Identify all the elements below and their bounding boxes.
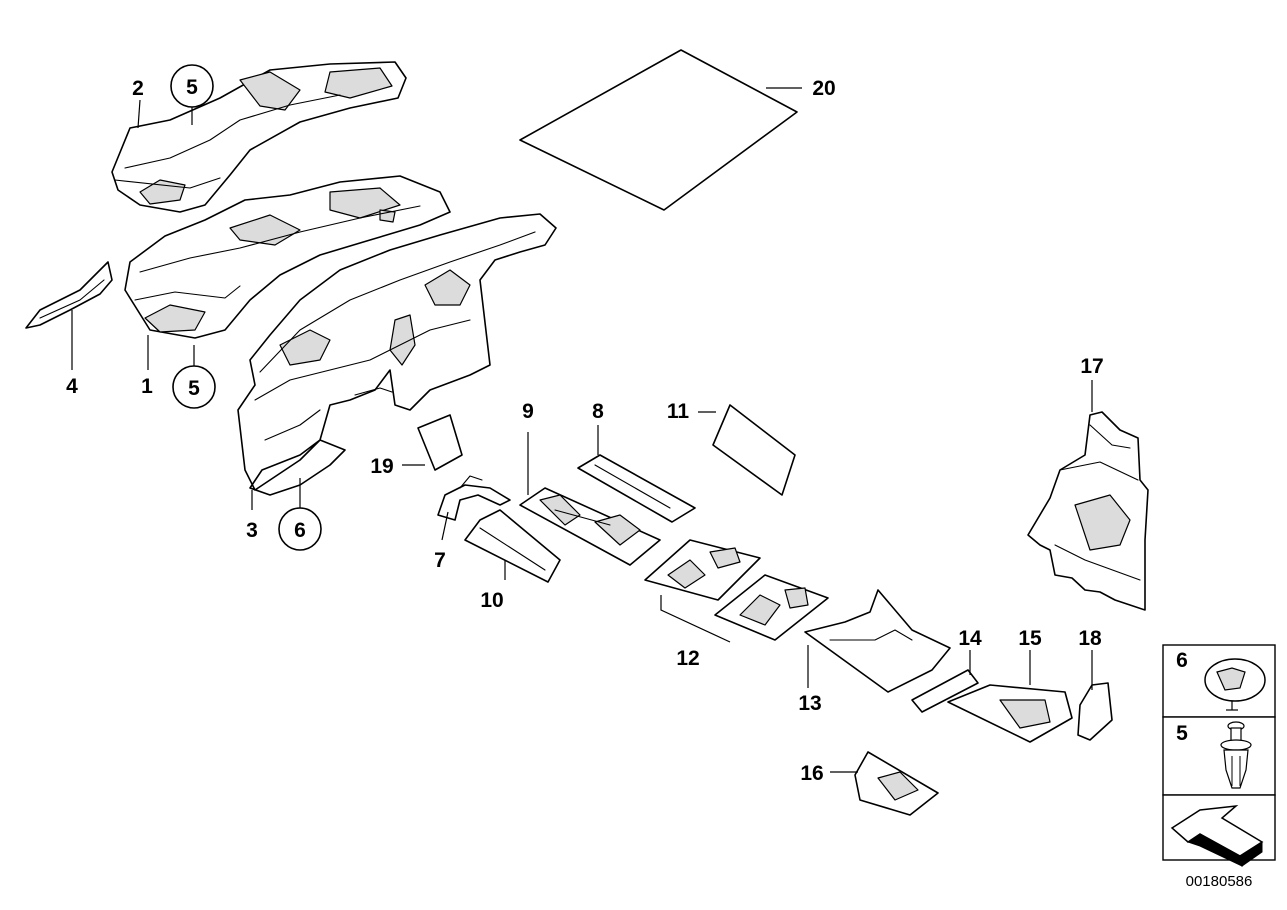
callout-5-top: 5 xyxy=(186,76,198,99)
part-17-side-panel xyxy=(1027,411,1149,611)
callout-circle-6 xyxy=(278,507,322,551)
fastener-legend: 6 5 xyxy=(1162,644,1276,867)
callout-4: 4 xyxy=(66,375,78,398)
callout-circle-5-bottom xyxy=(172,365,216,409)
part-16-pad xyxy=(854,751,939,816)
callout-19: 19 xyxy=(370,455,393,478)
part-19-pad xyxy=(417,414,463,471)
callout-circle-5-top xyxy=(170,64,214,108)
part-11-pad xyxy=(712,404,796,496)
callout-11: 11 xyxy=(667,400,690,423)
callout-17: 17 xyxy=(1080,355,1103,378)
callout-10: 10 xyxy=(480,589,503,612)
callout-14: 14 xyxy=(958,627,982,650)
callout-15: 15 xyxy=(1018,627,1042,650)
part-9-floor-pad xyxy=(519,487,661,566)
callout-9: 9 xyxy=(522,400,534,423)
legend-label-5: 5 xyxy=(1176,722,1188,745)
legend-label-6: 6 xyxy=(1176,649,1188,672)
part-2-upper-insulation xyxy=(111,61,407,213)
part-20-sound-mat xyxy=(519,49,798,211)
direction-arrow-icon xyxy=(1170,804,1264,867)
part-8-floor-pad xyxy=(577,454,696,523)
part-13-tunnel-pad xyxy=(804,589,951,693)
part-1-middle-insulation xyxy=(124,175,451,339)
clip-nut-icon xyxy=(1204,658,1266,711)
callout-20: 20 xyxy=(812,77,835,100)
part-14-strip xyxy=(911,669,979,713)
callout-13: 13 xyxy=(798,692,821,715)
callout-1: 1 xyxy=(141,375,153,398)
part-15-pad xyxy=(947,684,1073,743)
callout-3: 3 xyxy=(246,519,258,542)
callout-12: 12 xyxy=(676,647,699,670)
callout-2: 2 xyxy=(132,77,144,100)
callout-6: 6 xyxy=(294,519,306,542)
callout-18: 18 xyxy=(1078,627,1102,650)
callout-16: 16 xyxy=(800,762,823,785)
part-7-curved-panel xyxy=(437,475,511,521)
callout-8: 8 xyxy=(592,400,604,423)
part-4-strip xyxy=(25,261,113,329)
part-10-strip xyxy=(464,509,561,583)
callout-7: 7 xyxy=(434,549,446,572)
leader-lines xyxy=(71,87,1093,773)
part-3-dashboard-insulation xyxy=(237,213,557,496)
push-rivet-icon xyxy=(1220,721,1252,789)
part-18-pad xyxy=(1077,682,1113,741)
legend-box-5 xyxy=(1162,716,1276,796)
part-12-pads xyxy=(644,539,829,641)
diagram-code: 00180586 xyxy=(1186,873,1253,890)
callout-5-bottom: 5 xyxy=(188,377,200,400)
